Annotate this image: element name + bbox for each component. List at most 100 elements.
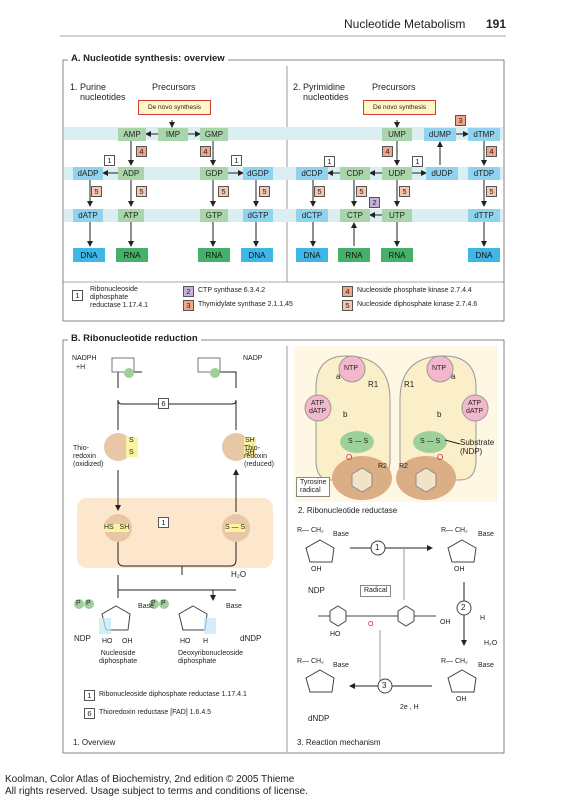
enzyme-1-tag: 1 — [104, 155, 115, 166]
site-b-label: b — [437, 410, 442, 419]
thioredoxin-reduced: Thio- redoxin (reduced) — [244, 445, 274, 468]
ntp-label: NTP — [432, 365, 446, 372]
enzyme-5-tag: 5 — [314, 186, 325, 197]
ho-label: HO — [102, 638, 113, 645]
node-dna-3: DNA — [296, 248, 328, 262]
site-a-label: a — [451, 372, 456, 381]
site-b-label: b — [343, 410, 348, 419]
s-label: S — [129, 449, 134, 456]
step-3-label: 3 — [382, 681, 387, 690]
legend-1-tag: 1 — [72, 290, 83, 301]
pyrimidine-precursors: Precursors — [372, 82, 416, 92]
legend-5-text: Nucleoside diphosphate kinase 2.7.4.6 — [357, 301, 478, 308]
r1-label: R1 — [404, 380, 415, 389]
o-radical-label: O — [437, 453, 444, 462]
reductase-caption: 2. Ribonucleotide reductase — [298, 506, 398, 515]
oh-label: OH — [122, 638, 133, 645]
node-rna-4: RNA — [381, 248, 413, 262]
step-2-label: 2 — [461, 603, 466, 612]
s-label: S — [129, 437, 134, 444]
legend-b6-text: Thioredoxin reductase [FAD] 1.6.4.5 — [99, 709, 212, 716]
node-dctp: dCTP — [296, 209, 328, 222]
sh-label: SH — [245, 449, 255, 456]
node-adp: ADP — [118, 167, 144, 180]
r1-label: R1 — [368, 380, 379, 389]
nadph-label: NADPH — [72, 355, 97, 362]
enzyme-5-tag: 5 — [399, 186, 410, 197]
node-cdp: CDP — [340, 167, 370, 180]
enzyme-4-tag: 4 — [486, 146, 497, 157]
node-dttp: dTTP — [468, 209, 500, 222]
enzyme-1-tag: 1 — [158, 517, 169, 528]
s-s-label: S — S — [225, 524, 246, 532]
o-radical-mech: O — [368, 621, 374, 628]
mechanism-caption: 3. Reaction mechanism — [297, 738, 381, 747]
node-dgdp: dGDP — [243, 167, 273, 180]
base-label: Base — [478, 662, 494, 669]
node-datp: dATP — [73, 209, 103, 222]
node-amp: AMP — [118, 128, 146, 141]
phosphate-label: P — [76, 600, 81, 607]
legend-3-tag: 3 — [183, 300, 194, 311]
purine-de-novo: De novo synthesis — [138, 100, 211, 115]
base-label: Base — [138, 603, 154, 610]
page-number: 191 — [486, 17, 507, 31]
legend-b6-tag: 6 — [84, 708, 95, 719]
thioredoxin-oxidized: Thio- redoxin (oxidized) — [73, 445, 104, 468]
legend-b1-text: Ribonucleoside diphosphate reductase 1.1… — [99, 691, 247, 698]
r2-label: R2 — [378, 463, 387, 470]
enzyme-4-tag: 4 — [200, 146, 211, 157]
oh-label: OH — [440, 619, 451, 626]
atp-datp-label: ATP dATP — [309, 400, 326, 415]
node-utp: UTP — [382, 209, 412, 222]
node-dadp: dADP — [73, 167, 103, 180]
radical-label: Radical — [360, 585, 392, 597]
enzyme-5-tag: 5 — [259, 186, 270, 197]
enzyme-1-tag: 1 — [231, 155, 242, 166]
running-header-title: Nucleotide Metabolism — [344, 17, 466, 31]
node-dgtp: dGTP — [243, 209, 273, 222]
o-radical-label: O — [346, 453, 353, 462]
pyrimidine-label: 2. Pyrimidine nucleotides — [293, 82, 349, 102]
electrons-label: 2e , H — [400, 704, 419, 711]
ho-label: HO — [180, 638, 191, 645]
node-gmp: GMP — [200, 128, 228, 141]
enzyme-6-tag: 6 — [158, 398, 169, 409]
enzyme-2-tag: 2 — [369, 197, 380, 208]
enzyme-5-tag: 5 — [356, 186, 367, 197]
enzyme-5-tag: 5 — [136, 186, 147, 197]
mech-ndp-label: NDP — [308, 586, 325, 595]
ho-label: HO — [330, 631, 341, 638]
ndp-name: Nucleoside diphosphate — [99, 650, 138, 665]
legend-4-text: Nucleoside phosphate kinase 2.7.4.4 — [357, 287, 472, 294]
enzyme-4-tag: 4 — [136, 146, 147, 157]
hs-sh-label: HS SH — [104, 524, 130, 532]
legend-2-tag: 2 — [183, 286, 194, 297]
enzyme-3-tag: 3 — [455, 115, 466, 126]
ndp-label: NDP — [74, 634, 91, 643]
h-plus-label: +H — [76, 364, 86, 371]
section-a-title: A. Nucleotide synthesis: overview — [68, 53, 228, 64]
phosphate-label: P — [161, 600, 166, 607]
enzyme-1-tag: 1 — [412, 156, 423, 167]
base-label: Base — [333, 531, 349, 538]
substrate-label: Substrate (NDP) — [460, 438, 495, 456]
step-1-label: 1 — [375, 543, 380, 552]
legend-b1-tag: 1 — [84, 690, 95, 701]
nadp-label: NADP — [243, 355, 263, 362]
h-label: H — [203, 638, 209, 645]
footer-line-1: Koolman, Color Atlas of Biochemistry, 2n… — [5, 774, 295, 785]
phosphate-label: P — [151, 600, 156, 607]
mech-dndp-label: dNDP — [308, 714, 330, 723]
r-ch2-label: R— CH₂ — [297, 527, 324, 534]
node-dudp: dUDP — [426, 167, 458, 180]
node-dtdp: dTDP — [468, 167, 500, 180]
enzyme-1-tag: 1 — [324, 156, 335, 167]
node-dna-4: DNA — [468, 248, 500, 262]
r-ch2-label: R— CH₂ — [441, 658, 468, 665]
node-dtmp: dTMP — [468, 128, 500, 141]
h2o-step-label: H₂O — [484, 640, 498, 647]
purine-precursors: Precursors — [152, 82, 196, 92]
oh-label: OH — [456, 696, 467, 703]
